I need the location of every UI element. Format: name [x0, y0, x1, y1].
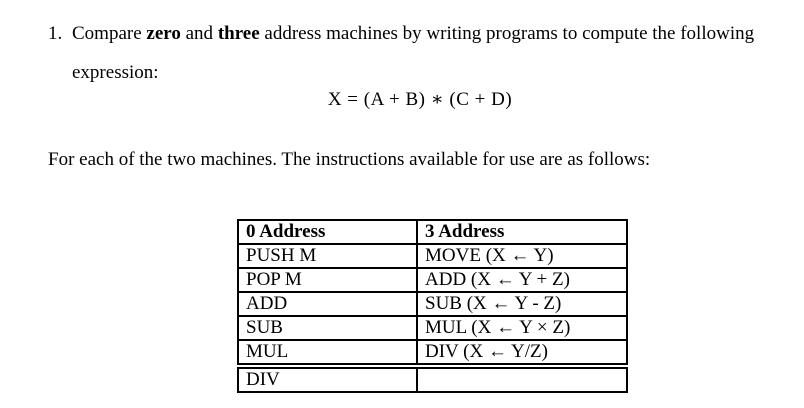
intro-paragraph: For each of the two machines. The instru… [48, 149, 651, 170]
question-text-segment-2: and [180, 23, 218, 44]
question-text-line-2: expression: [72, 62, 159, 83]
table-cell-0addr: POP M [237, 267, 418, 293]
table-row: MUL DIV (X ← Y/Z) [237, 339, 628, 367]
table-row: PUSH M MOVE (X ← Y) [237, 243, 628, 269]
question-text: Compare zero and three address machines … [72, 14, 798, 92]
table-row: SUB MUL (X ← Y × Z) [237, 315, 628, 341]
question-bold-zero: zero [146, 23, 181, 44]
table-cell-3addr: MUL (X ← Y × Z) [416, 315, 628, 341]
table-row: DIV [237, 363, 628, 393]
table-cell-0addr: ADD [237, 291, 418, 317]
table-cell-3addr: DIV (X ← Y/Z) [416, 339, 628, 367]
table-cell-3addr: SUB (X ← Y - Z) [416, 291, 628, 317]
table-header-row: 0 Address 3 Address [237, 219, 628, 245]
table-cell-0addr: DIV [237, 363, 418, 393]
table-row: POP M ADD (X ← Y + Z) [237, 267, 628, 293]
question-item: 1. Compare zero and three address machin… [48, 14, 798, 92]
header-cell-0-address: 0 Address [237, 219, 418, 245]
table-cell-0addr: SUB [237, 315, 418, 341]
table-cell-3addr [416, 363, 628, 393]
question-number: 1. [48, 23, 63, 44]
table-cell-3addr: ADD (X ← Y + Z) [416, 267, 628, 293]
table-cell-3addr: MOVE (X ← Y) [416, 243, 628, 269]
table-cell-0addr: MUL [237, 339, 418, 367]
question-text-segment-1: Compare [72, 23, 147, 44]
instruction-table: 0 Address 3 Address PUSH M MOVE (X ← Y) … [237, 219, 628, 393]
question-text-segment-3: address machines by writing programs to … [259, 23, 755, 44]
header-cell-3-address: 3 Address [416, 219, 628, 245]
expression-formula: X = (A + B) ∗ (C + D) [327, 89, 513, 110]
table-cell-0addr: PUSH M [237, 243, 418, 269]
question-bold-three: three [217, 23, 260, 44]
table-row: ADD SUB (X ← Y - Z) [237, 291, 628, 317]
